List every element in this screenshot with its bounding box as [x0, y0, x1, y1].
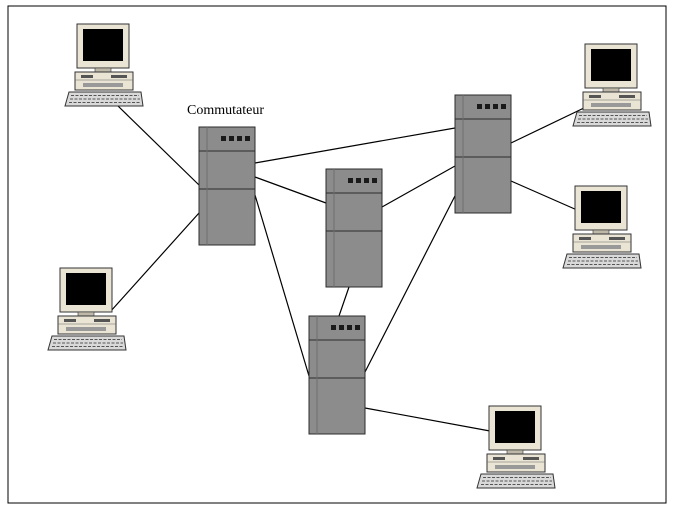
network-switch-icon: [198, 126, 256, 246]
link-switch3-pc5: [364, 407, 491, 432]
link-switch2-switch3: [338, 286, 350, 317]
link-switch1-switch4: [254, 127, 456, 164]
link-switch1-switch2: [254, 176, 327, 204]
link-switch4-pc4: [510, 180, 578, 211]
link-switch2-switch4: [381, 165, 456, 208]
network-switch-icon: [308, 315, 366, 435]
link-switch3-switch4: [364, 189, 459, 373]
switch-label: Commutateur: [187, 103, 264, 118]
network-switch-icon: [325, 168, 383, 288]
connection-lines: [109, 105, 587, 432]
link-pc1-switch1: [117, 105, 200, 186]
link-switch1-switch3: [254, 194, 310, 377]
network-switch-icon: [454, 94, 512, 214]
link-pc2-switch1: [109, 212, 200, 313]
link-switch4-pc3: [510, 106, 587, 144]
